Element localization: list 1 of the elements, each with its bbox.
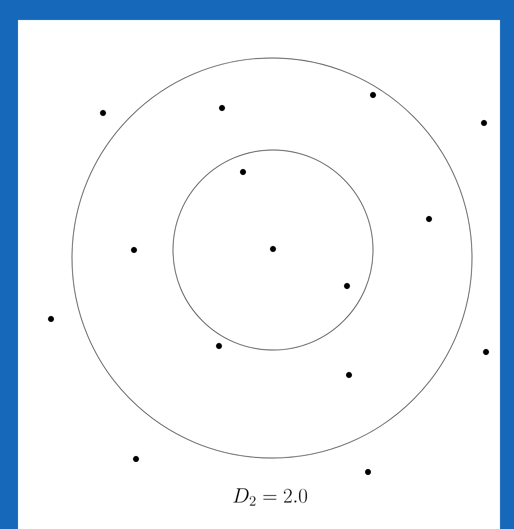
formula-label: $D_2 = 2.0$ [233,488,307,506]
